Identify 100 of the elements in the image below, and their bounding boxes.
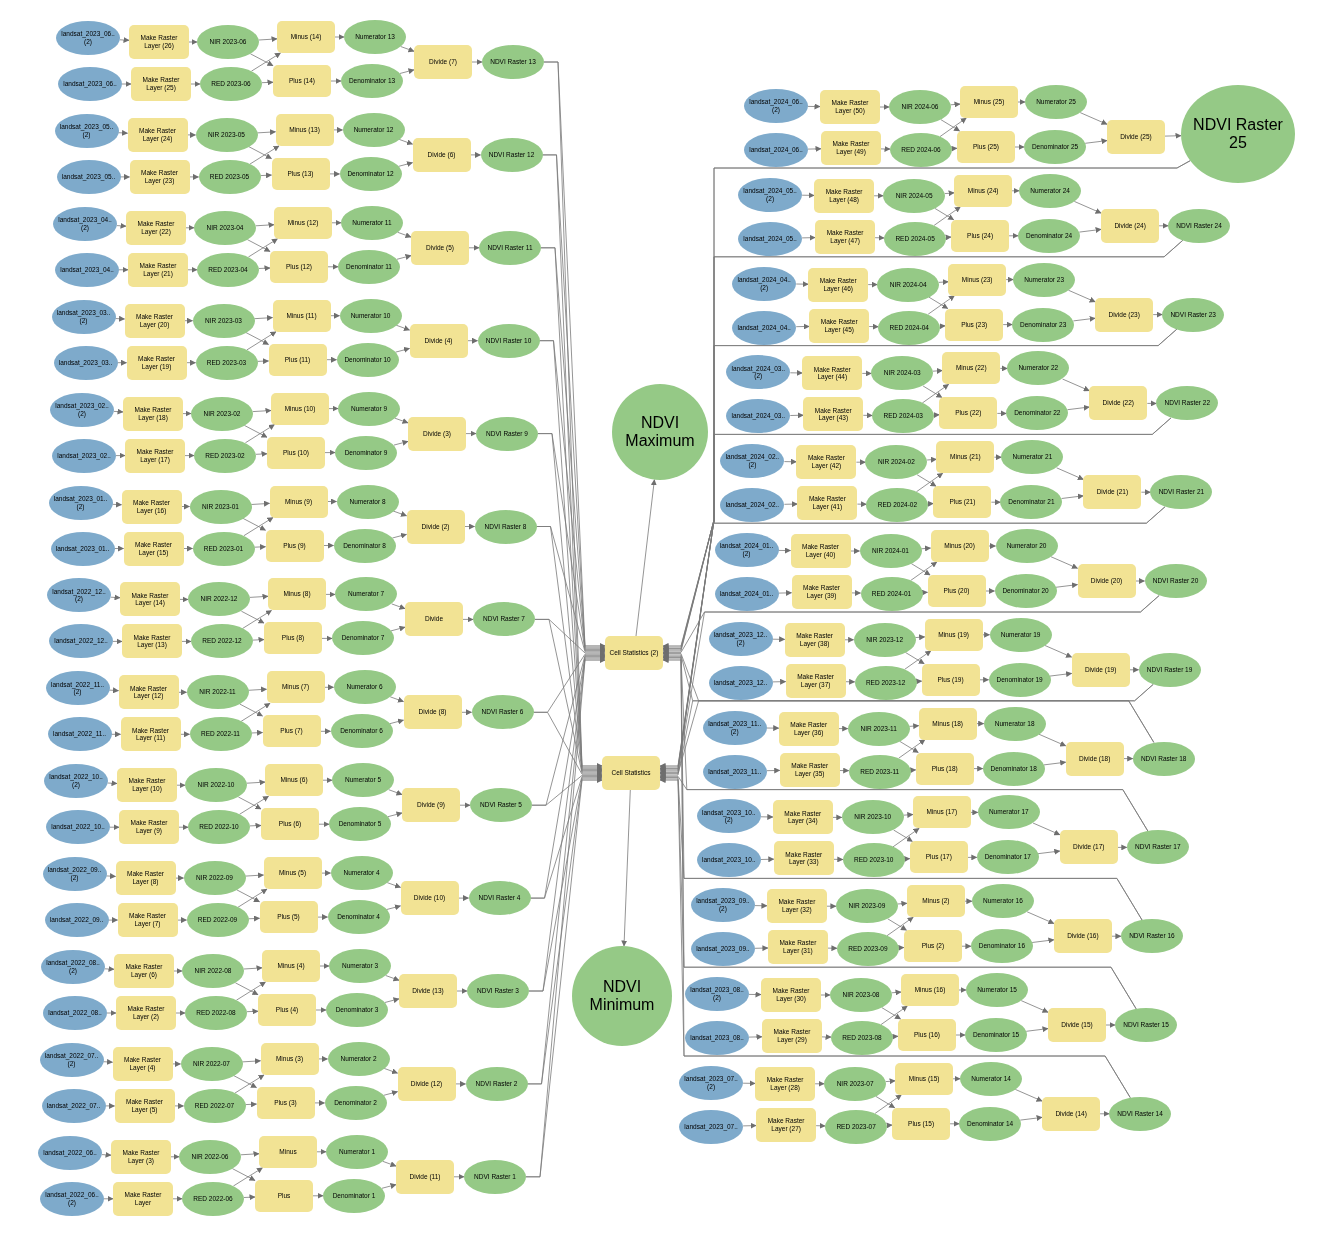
tool-box <box>414 45 472 79</box>
tool-box <box>921 663 980 696</box>
tool-box <box>265 764 323 797</box>
connector-arrow <box>181 503 190 510</box>
tool-box <box>114 1088 175 1123</box>
tool-box <box>126 345 187 380</box>
output-data-ellipse <box>971 884 1034 919</box>
output-data-ellipse <box>983 706 1046 741</box>
connector-arrow <box>982 631 991 638</box>
connector-arrow <box>172 1060 181 1067</box>
output-data-ellipse <box>330 714 393 749</box>
tool-box <box>405 602 463 637</box>
tool-box <box>762 1019 822 1053</box>
output-data-ellipse <box>332 621 394 656</box>
connector-arrow <box>175 875 184 882</box>
tool-box <box>1089 386 1148 421</box>
tool-box <box>113 1181 173 1216</box>
tool-box <box>125 438 185 473</box>
output-data-ellipse <box>186 903 249 938</box>
output-data-ellipse <box>195 345 258 380</box>
output-data-ellipse <box>989 617 1052 652</box>
tool-box <box>411 230 469 265</box>
tool-box <box>275 113 334 146</box>
tool-box <box>802 356 863 391</box>
output-data-ellipse <box>995 529 1058 563</box>
output-data-ellipse <box>192 303 255 338</box>
tool-box <box>796 445 857 480</box>
tool-box <box>259 1135 317 1168</box>
tool-box <box>119 810 179 845</box>
tool-box <box>901 974 959 1006</box>
node-label: NDVI Minimum <box>588 977 656 1015</box>
tool-box <box>766 889 827 924</box>
node-label: NDVI Maximum <box>624 413 696 451</box>
output-data-ellipse <box>335 577 397 612</box>
output-data-ellipse <box>329 949 391 983</box>
tool-box <box>117 903 178 938</box>
output-data-ellipse <box>189 717 252 752</box>
output-data-ellipse <box>185 768 247 803</box>
tool-box <box>111 1139 171 1174</box>
output-data-ellipse <box>324 1085 387 1120</box>
tool-box <box>1071 652 1130 687</box>
output-data-ellipse <box>853 622 916 657</box>
output-data-ellipse <box>327 1041 390 1076</box>
output-data-ellipse <box>338 391 400 426</box>
tool-box <box>1077 564 1136 598</box>
tool-box <box>773 841 834 876</box>
tool-box <box>262 715 321 748</box>
connector-arrow <box>927 500 934 507</box>
tool-box <box>272 299 331 332</box>
connector-arrow <box>994 454 1002 461</box>
output-data-ellipse <box>186 675 249 710</box>
output-data-ellipse <box>977 795 1040 830</box>
output-data-ellipse <box>195 117 258 152</box>
tool-box <box>406 509 465 544</box>
tool-box <box>268 578 326 611</box>
output-data-ellipse <box>333 528 396 563</box>
tool-box <box>408 416 466 451</box>
output-data-ellipse <box>332 763 394 798</box>
tool-box <box>942 352 1001 385</box>
output-data-ellipse <box>1013 262 1076 297</box>
output-data-ellipse <box>344 20 406 54</box>
connector-arrow <box>951 145 958 152</box>
output-data-ellipse <box>339 156 402 191</box>
tool-box <box>1053 919 1112 954</box>
tool-box <box>772 800 833 835</box>
output-data-ellipse <box>338 249 400 284</box>
connector-arrow <box>964 898 973 905</box>
connector-arrow <box>933 412 940 418</box>
tool-box <box>267 436 325 469</box>
tool-box <box>255 1179 313 1212</box>
tool-box <box>903 930 962 963</box>
tool-box <box>412 137 471 172</box>
connector-arrow <box>892 1033 899 1040</box>
tool-box <box>779 752 840 787</box>
connector-arrow <box>958 987 967 993</box>
output-data-ellipse <box>200 67 262 101</box>
output-data-ellipse <box>179 1139 241 1174</box>
input-data-ellipse <box>714 533 779 567</box>
output-data-ellipse <box>330 856 393 891</box>
tool-box <box>115 861 176 896</box>
output-data-ellipse <box>189 489 252 524</box>
connector-arrow <box>921 589 928 596</box>
tool-box <box>785 663 846 698</box>
tool-box <box>397 1066 456 1101</box>
output-data-ellipse <box>336 484 399 519</box>
output-data-ellipse <box>847 711 910 746</box>
output-data-ellipse <box>197 25 259 59</box>
output-data-ellipse <box>191 396 253 431</box>
tool-box <box>927 575 986 607</box>
tool-box <box>274 206 332 239</box>
tool-box <box>1107 120 1165 154</box>
tool-box <box>126 210 186 245</box>
connector-arrow <box>988 543 996 549</box>
connector-arrow <box>939 323 946 330</box>
connector-arrow <box>1017 99 1026 105</box>
tool-box <box>1042 1096 1101 1131</box>
tool-box <box>409 323 468 358</box>
tool-box <box>266 671 325 704</box>
output-data-ellipse <box>994 574 1057 608</box>
tool-box <box>120 717 181 752</box>
